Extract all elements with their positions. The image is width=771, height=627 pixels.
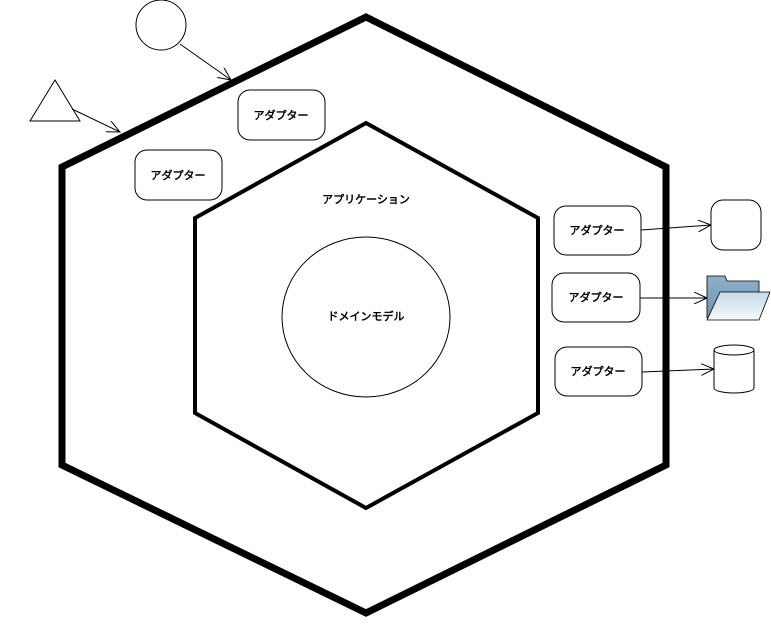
- adapter-label: アダプター: [571, 364, 626, 378]
- application-hexagon: [193, 120, 540, 511]
- arrow-adapter-to-database: [641, 369, 714, 372]
- adapter-label: アダプター: [151, 168, 206, 182]
- adapter-label: アダプター: [569, 290, 624, 304]
- adapter-box: アダプター: [551, 272, 641, 323]
- adapter-label: アダプター: [570, 223, 625, 237]
- database-cylinder-icon: [713, 344, 755, 394]
- actor-triangle: [29, 79, 81, 122]
- actor-circle: [135, 0, 187, 51]
- arrow-triangle-to-hexagon: [71, 108, 120, 132]
- adapter-box: アダプター: [553, 205, 642, 256]
- domain-model-circle: [281, 236, 451, 398]
- application-label: アプリケーション: [322, 192, 410, 206]
- adapter-box: アダプター: [134, 149, 223, 201]
- adapter-label: アダプター: [254, 108, 309, 122]
- arrow-adapter-to-service: [640, 225, 711, 230]
- folder-icon: [706, 275, 771, 321]
- adapter-box: アダプター: [237, 89, 326, 141]
- domain-model-label: ドメインモデル: [328, 309, 405, 323]
- outer-hexagon: [58, 13, 670, 617]
- adapter-box: アダプター: [554, 346, 643, 397]
- arrow-circle-to-hexagon: [179, 43, 231, 80]
- external-service-box: [710, 199, 762, 251]
